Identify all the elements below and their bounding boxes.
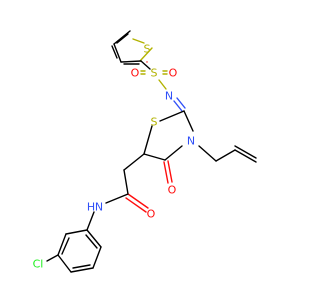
- bond-c2-n3: [183, 110, 194, 132]
- imine-group: [173, 97, 186, 112]
- acetamide-linker: [86, 153, 149, 231]
- bond-ch2-ch: [215, 149, 236, 162]
- thiazolidinone-ring: [143, 110, 194, 184]
- allyl-group: [198, 145, 257, 163]
- bond-ar6: [86, 229, 102, 248]
- bond-c4-c5: [113, 30, 131, 45]
- atom-s-sulfonyl: S: [151, 67, 158, 80]
- bond-n-aryl: [86, 211, 95, 231]
- sulfonyl-group: [140, 60, 168, 90]
- bond-ar1: [65, 229, 88, 235]
- bond-co-o-a: [127, 193, 149, 209]
- bond-c4-o-a: [163, 161, 169, 184]
- thiophene-ring: [111, 30, 153, 65]
- bond-ar4-inner: [72, 264, 91, 269]
- bond-s-c5: [132, 38, 145, 44]
- bond-c5-ch2: [123, 153, 145, 171]
- bond-c2-c3: [120, 60, 142, 63]
- bond-ar4: [70, 267, 94, 273]
- atom-o-amide: O: [147, 208, 156, 221]
- atom-n-ring: N: [187, 135, 195, 148]
- bond-ar2: [57, 233, 67, 256]
- bond-thiophene-sulfonyl: [140, 60, 151, 70]
- bond-co-o-b: [125, 197, 147, 213]
- atom-s-ring: S: [151, 116, 158, 129]
- bond-ar5: [92, 246, 102, 269]
- atom-cl: Cl: [33, 258, 44, 271]
- atom-s-thiophene: S: [144, 43, 151, 56]
- bond-s-c2: [139, 47, 153, 62]
- bond-ar2-inner: [61, 237, 70, 255]
- structure-canvas: S S O O N S N O O N H Cl: [33, 30, 257, 273]
- bond-c3-c4: [113, 43, 122, 63]
- bond-c4-o-b: [167, 160, 173, 183]
- bond-s-n: [158, 79, 167, 90]
- bond-ar-cl: [46, 254, 59, 262]
- atom-o-sulfonyl-right: O: [169, 67, 178, 80]
- atom-o-sulfonyl-left: O: [131, 67, 140, 80]
- bond-ar3: [57, 254, 72, 273]
- bond-c5-c4: [143, 153, 166, 161]
- chemical-structure-diagram: S S O O N S N O O N H Cl: [33, 30, 257, 273]
- bond-c4-n3: [164, 145, 183, 161]
- bond-ch-ch2-b: [234, 145, 257, 159]
- bond-ch-ch2-a: [234, 149, 257, 163]
- bond-n-ch2: [198, 145, 217, 162]
- bond-c2-s1: [159, 110, 185, 122]
- bond-s1-c5: [143, 125, 153, 155]
- chlorophenyl-ring: [46, 229, 102, 273]
- bond-ar6-inner: [85, 234, 98, 249]
- atom-n-imine: N: [165, 90, 173, 103]
- bond-co-n: [105, 193, 129, 204]
- bond-n-c-b: [176, 97, 186, 109]
- atom-o-ketone: O: [168, 184, 177, 197]
- bond-n-c-a: [173, 100, 183, 112]
- atom-h-amide: H: [87, 201, 95, 214]
- atom-n-amide: N: [95, 201, 103, 214]
- bond-c4-c5-inner: [116, 33, 129, 44]
- bond-c3-c4-inner: [111, 45, 118, 59]
- bond-ch2-co: [123, 169, 129, 195]
